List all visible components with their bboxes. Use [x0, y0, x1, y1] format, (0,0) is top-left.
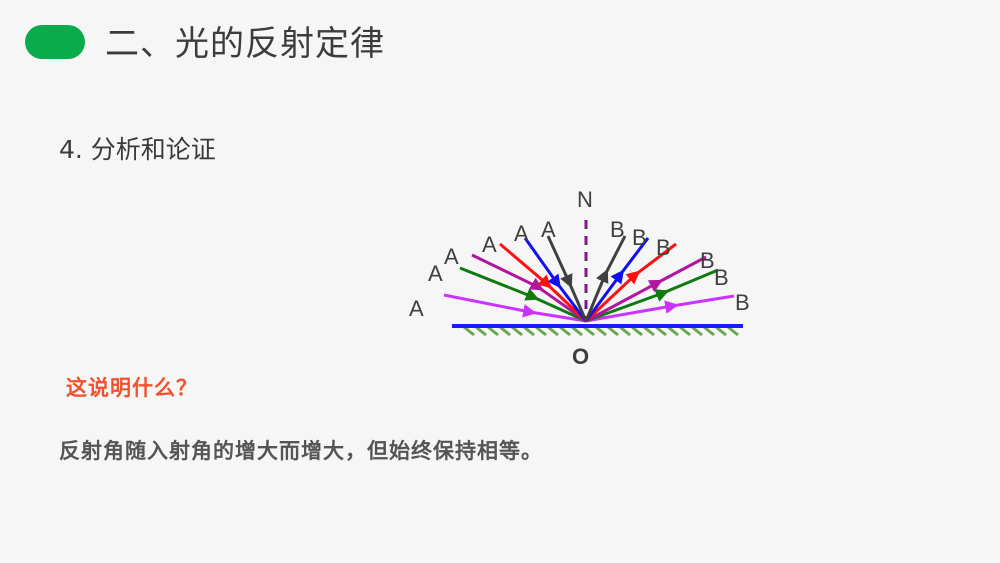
- reflected-label-4: B: [656, 235, 671, 260]
- incident-label-2: A: [428, 261, 443, 286]
- reflected-ray-blue: [584, 237, 650, 322]
- origin-label: O: [572, 344, 589, 369]
- normal-label: N: [577, 187, 593, 212]
- incident-ray-violet: [443, 293, 587, 323]
- mirror-hatching: [463, 325, 739, 337]
- incident-ray-green: [459, 266, 587, 323]
- reflected-ray-green: [585, 268, 719, 323]
- question-text: 这说明什么？: [66, 376, 198, 400]
- reflected-ray-violet: [585, 294, 735, 323]
- incident-label-1: A: [409, 296, 424, 321]
- reflected-ray-red: [584, 242, 677, 323]
- section-marker-pill: [25, 25, 85, 59]
- incident-label-5: A: [514, 221, 529, 246]
- reflected-label-1: B: [735, 290, 750, 315]
- reflected-ray-magenta: [585, 255, 707, 323]
- reflected-label-3: B: [700, 248, 715, 273]
- section-subtitle: 4. 分析和论证: [59, 135, 216, 164]
- incident-ray-blue: [523, 237, 588, 322]
- reflected-label-2: B: [714, 265, 729, 290]
- incident-label-3: A: [444, 244, 459, 269]
- reflected-label-5: B: [632, 225, 647, 250]
- reflected-label-6: B: [610, 217, 625, 242]
- incident-ray-gray: [546, 235, 588, 322]
- reflected-ray-gray: [584, 235, 627, 322]
- incident-ray-red: [499, 242, 588, 323]
- incident-label-6: A: [541, 217, 556, 242]
- answer-text: 反射角随入射角的增大而增大，但始终保持相等。: [59, 439, 543, 463]
- page-title: 二、光的反射定律: [105, 24, 385, 64]
- incident-label-4: A: [482, 232, 497, 257]
